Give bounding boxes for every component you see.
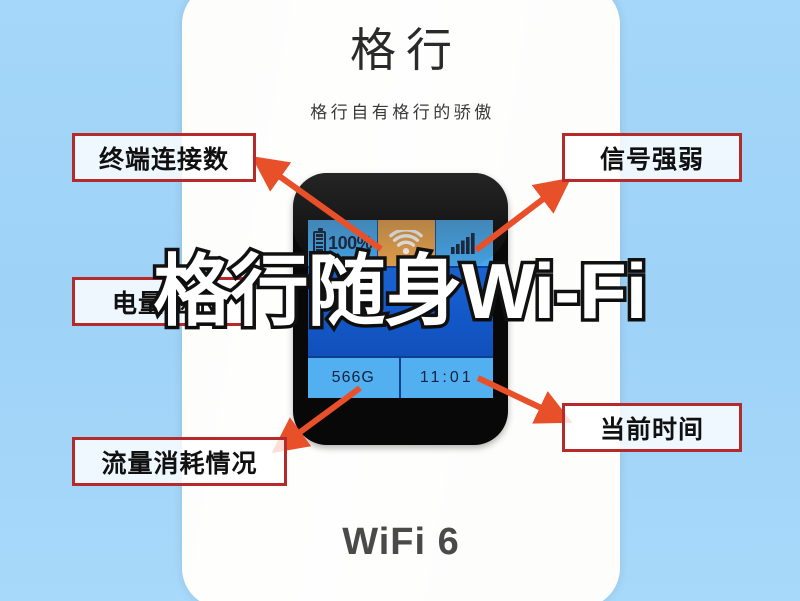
wifi-icon <box>389 230 424 255</box>
wifi-tile <box>378 220 436 266</box>
data-usage-value: 566G <box>308 358 401 398</box>
callout-time-label: 当前时间 <box>599 415 704 444</box>
callout-terminals-label: 终端连接数 <box>98 145 229 174</box>
screen-footer-bar: 566G 11:01 <box>308 356 493 398</box>
callout-time[interactable]: 当前时间 <box>562 403 742 452</box>
clock-value: 11:01 <box>400 358 493 398</box>
callout-device[interactable]: 电量显示 <box>72 277 256 326</box>
headline-overlay: 格行随身Wi-Fi <box>150 247 651 335</box>
signal-bars-icon <box>451 233 475 254</box>
wifi6-badge: WiFi 6 <box>342 521 460 563</box>
callout-data-usage[interactable]: 流量消耗情况 <box>72 437 287 486</box>
brand-slogan: 格行自有格行的骄傲 <box>310 103 495 122</box>
brand-title: 格行 <box>350 25 462 76</box>
screen-main-panel <box>308 266 493 356</box>
callout-device-label: 电量显示 <box>111 289 216 318</box>
callout-terminals[interactable]: 终端连接数 <box>72 133 256 182</box>
callout-signal[interactable]: 信号强弱 <box>562 133 742 182</box>
callout-signal-label: 信号强弱 <box>599 145 704 174</box>
callout-data-usage-label: 流量消耗情况 <box>101 449 258 478</box>
screen-panel-gradient <box>308 268 493 356</box>
